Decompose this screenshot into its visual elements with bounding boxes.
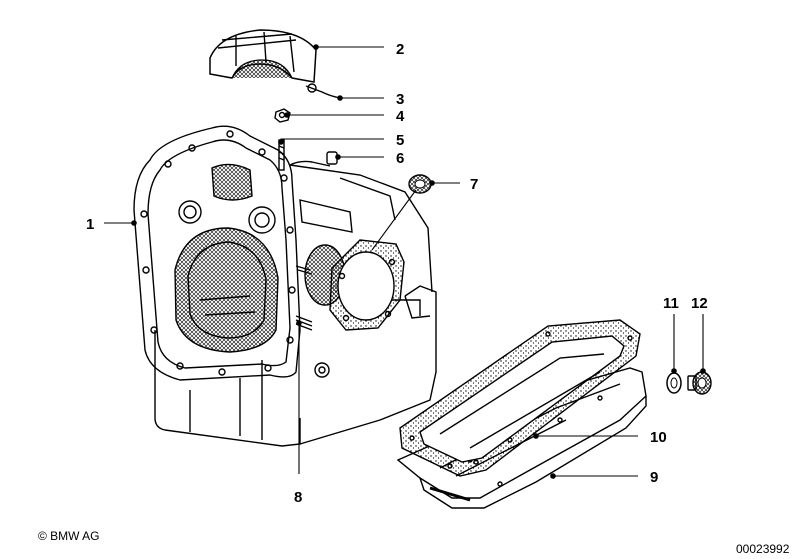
- callout-label-11: 11: [663, 295, 679, 312]
- callout-12: 12: [691, 295, 708, 374]
- callout-2: 2: [313, 41, 404, 58]
- flange-bolt-holes: [140, 130, 296, 376]
- callout-11: 11: [663, 295, 679, 374]
- callout-label-2: 2: [396, 41, 404, 58]
- copyright-text: © BMW AG: [38, 529, 100, 543]
- callout-label-8: 8: [294, 489, 302, 506]
- callout-label-5: 5: [396, 132, 404, 149]
- bearing-cap: [209, 29, 317, 83]
- callout-4: 4: [284, 108, 405, 125]
- callout-5: 5: [278, 132, 404, 149]
- callout-1: 1: [86, 216, 137, 233]
- callout-7: 7: [371, 176, 478, 251]
- callout-6: 6: [335, 150, 404, 167]
- drain-plug: [687, 371, 712, 395]
- washer: [666, 372, 682, 394]
- callout-label-9: 9: [650, 469, 658, 486]
- callout-9: 9: [550, 469, 658, 486]
- callout-10: 10: [533, 429, 667, 446]
- callout-3: 3: [337, 91, 404, 108]
- oil-pan-gasket: [399, 319, 641, 477]
- rear-cover-gasket: [329, 239, 405, 331]
- diagram-number: 00023992: [736, 542, 790, 556]
- callout-label-7: 7: [470, 176, 478, 193]
- callout-label-12: 12: [691, 295, 708, 312]
- plug: [408, 174, 432, 194]
- callout-8: 8: [294, 320, 302, 506]
- callout-label-1: 1: [86, 216, 94, 233]
- callout-label-10: 10: [650, 429, 667, 446]
- callout-label-6: 6: [396, 150, 404, 167]
- callout-label-3: 3: [396, 91, 404, 108]
- callout-label-4: 4: [396, 108, 405, 125]
- bracket: [305, 83, 341, 99]
